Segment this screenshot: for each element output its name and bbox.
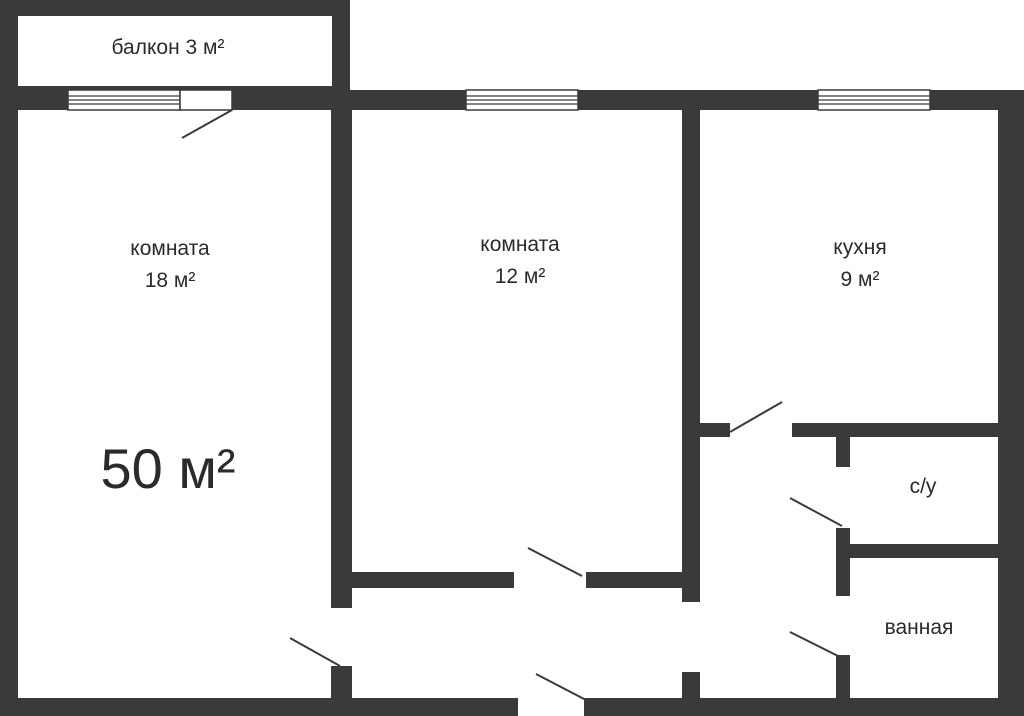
wall-toilet-bath bbox=[836, 544, 1024, 558]
kitchen-name: кухня bbox=[833, 236, 886, 259]
wall-toilet-left-mid bbox=[836, 528, 850, 596]
kitchen-area: 9 м² bbox=[841, 268, 880, 291]
doors bbox=[181, 109, 843, 701]
bathroom-label: ванная bbox=[885, 616, 954, 639]
door-entrance bbox=[535, 673, 587, 701]
window-room2 bbox=[465, 89, 579, 111]
wall-bath-left-lower bbox=[836, 655, 850, 706]
room1-area: 18 м² bbox=[145, 269, 196, 292]
bottom-wall-right bbox=[584, 698, 1024, 716]
room2-area: 12 м² bbox=[495, 265, 546, 288]
room1-name: комната bbox=[130, 237, 210, 260]
wall-kitchen-bottom-left bbox=[682, 423, 730, 437]
toilet-label: с/у bbox=[910, 475, 937, 498]
wall-room2-bottom-right bbox=[586, 572, 700, 588]
bottom-wall-left bbox=[0, 698, 518, 716]
total-area: 50 м² bbox=[101, 437, 236, 500]
balcony-wall-left bbox=[0, 0, 18, 110]
right-wall bbox=[998, 90, 1024, 716]
wall-kitchen-bottom-right bbox=[792, 423, 1024, 437]
door-room2 bbox=[527, 547, 583, 577]
wall-room1-lower bbox=[331, 666, 352, 706]
windows bbox=[67, 89, 931, 111]
balcony-label: балкон 3 м² bbox=[112, 36, 225, 59]
left-wall bbox=[0, 90, 18, 716]
window-room1 bbox=[67, 89, 233, 111]
wall-toilet-left-top bbox=[836, 423, 850, 467]
room2-name: комната bbox=[480, 233, 560, 256]
balcony-wall-bottom bbox=[0, 86, 350, 91]
door-room1 bbox=[289, 637, 341, 667]
labels: балкон 3 м² комната 18 м² комната 12 м² … bbox=[101, 36, 954, 639]
window-kitchen bbox=[817, 89, 931, 111]
balcony-wall-top bbox=[0, 0, 350, 16]
door-balcony bbox=[181, 109, 233, 139]
door-toilet bbox=[789, 497, 843, 527]
wall-room2-kitchen bbox=[682, 90, 700, 602]
balcony-wall-right bbox=[332, 0, 350, 110]
wall-room2-bottom-left bbox=[331, 572, 514, 588]
door-bathroom bbox=[789, 631, 843, 659]
wall-room1-room2 bbox=[331, 90, 352, 608]
door-kitchen bbox=[729, 401, 783, 433]
wall-corridor-lower bbox=[682, 672, 700, 706]
